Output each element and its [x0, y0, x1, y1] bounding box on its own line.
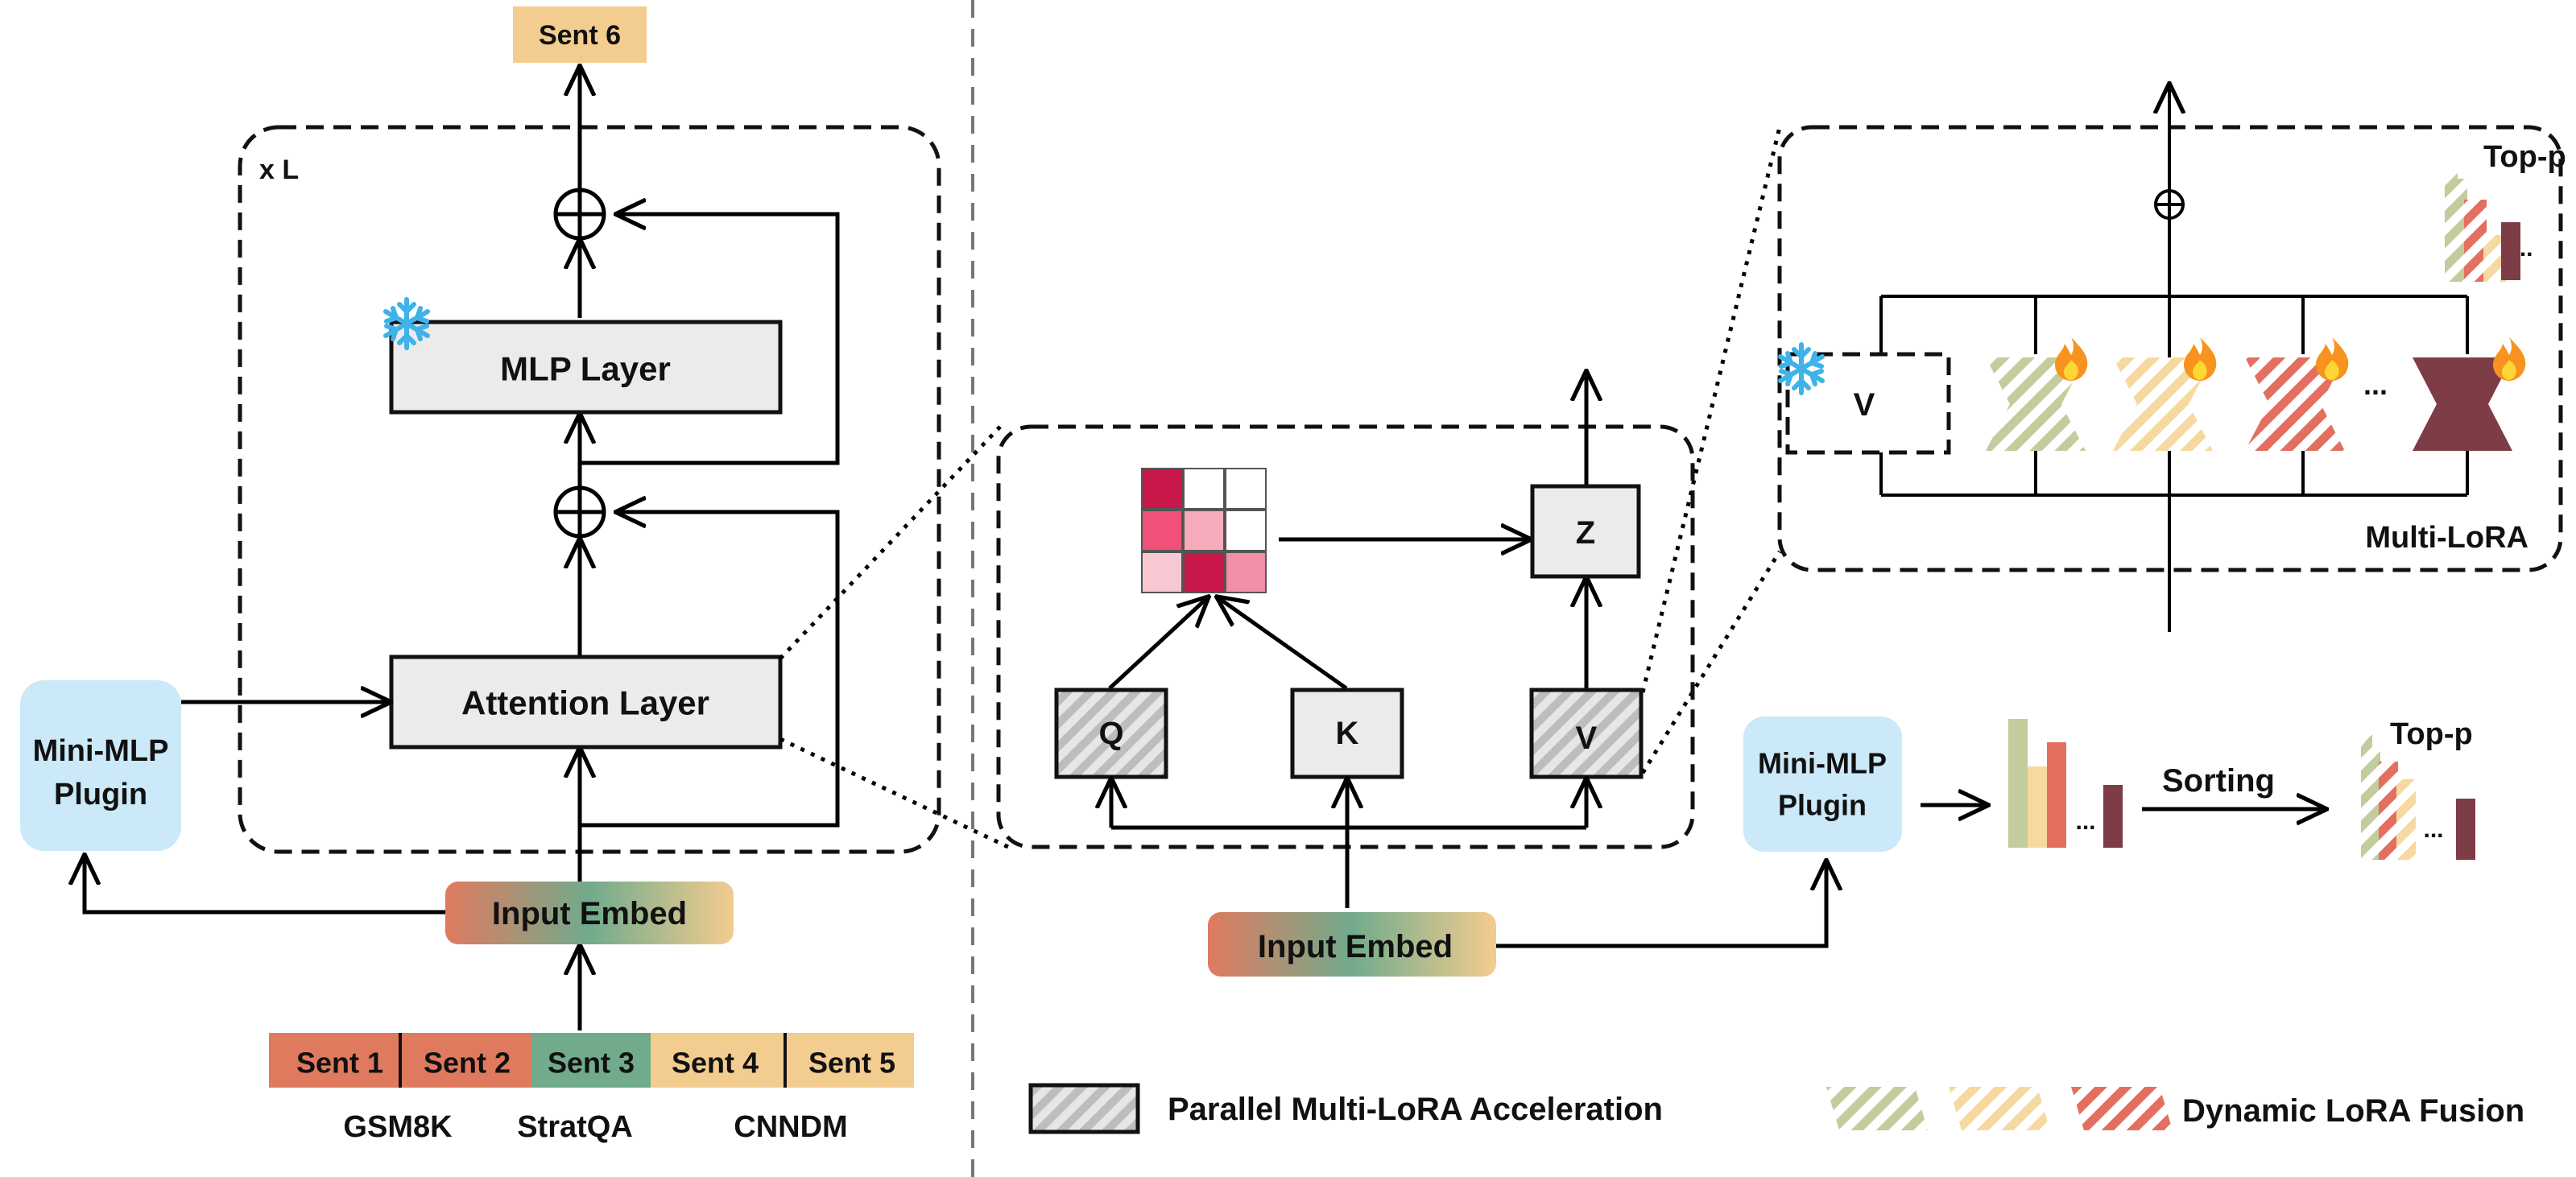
unsorted-lora-weights: ...	[2008, 719, 2123, 848]
top-p-label: Top-p	[2483, 140, 2566, 174]
z-box	[1530, 484, 1641, 579]
output-sent-box	[513, 6, 647, 63]
input-embed-label: Input Embed	[492, 896, 687, 931]
sorted-top-p-label: Top-p	[2390, 717, 2473, 751]
middle-panel: Z Q K V Input Embed	[996, 372, 1826, 977]
attention-matrix-cell	[1225, 510, 1267, 551]
k-box	[1290, 688, 1404, 779]
sent-2-label: Sent 2	[424, 1047, 511, 1080]
input-embed-label-middle: Input Embed	[1258, 929, 1453, 964]
mini-mlp-label-line1: Mini-MLP	[33, 734, 169, 768]
q-box	[1054, 688, 1168, 779]
lora-ellipsis: ...	[2363, 368, 2388, 401]
z-label: Z	[1576, 515, 1595, 551]
repeat-label: x L	[259, 155, 299, 185]
mlp-layer-label: MLP Layer	[500, 350, 671, 388]
svg-text:...: ...	[2075, 808, 2095, 835]
mini-mlp-label-line2: Plugin	[54, 778, 147, 812]
sentence-strip: Sent 1 Sent 2 Sent 3 Sent 4 Sent 5	[269, 1033, 914, 1088]
sorted-lora-weights: ...	[2361, 733, 2475, 860]
residual-connection-2	[580, 512, 840, 828]
lora-module-yellow	[2113, 357, 2213, 451]
dataset-gsm8k: GSM8K	[343, 1110, 453, 1144]
fire-icon	[2493, 337, 2526, 381]
sent-2-box	[400, 1033, 531, 1088]
top-p-weights: ...	[2445, 163, 2533, 282]
frozen-v-label: V	[1854, 387, 1875, 423]
q-label: Q	[1098, 716, 1123, 751]
v-box	[1529, 688, 1644, 779]
fusion-add-node	[2154, 189, 2185, 220]
k-label: K	[1336, 716, 1359, 751]
legend-fusion-swatch-yellow	[1949, 1087, 2050, 1130]
transformer-layer-container	[238, 125, 941, 854]
add-node-bottom	[553, 485, 606, 539]
attention-matrix-cell	[1141, 468, 1183, 510]
sent-3-label: Sent 3	[548, 1047, 635, 1080]
attention-matrix-cell	[1183, 551, 1225, 593]
residual-connection-1	[580, 214, 840, 465]
dataset-cnndm: CNNDM	[734, 1110, 847, 1144]
sent-5-box	[785, 1033, 914, 1088]
legend-fusion-swatch-red	[2071, 1087, 2173, 1130]
lora-module-dark	[2413, 357, 2512, 451]
left-panel: x L Sent 6 MLP Layer Attention	[20, 6, 941, 1144]
zoom-line-attn-top	[779, 425, 1002, 660]
lora-module-red	[2245, 357, 2345, 451]
mini-mlp-plugin-box	[20, 680, 181, 851]
fire-icon	[2316, 337, 2349, 381]
zoom-line-v-top	[1640, 126, 1782, 693]
attention-matrix-cell	[1225, 468, 1267, 510]
mini-mlp-right-line1: Mini-MLP	[1758, 747, 1887, 780]
zoom-line-v-bottom	[1640, 550, 1782, 774]
fire-icon	[2055, 337, 2088, 381]
add-node-top	[553, 188, 606, 241]
sent-4-label: Sent 4	[672, 1047, 759, 1080]
sorting-label: Sorting	[2162, 763, 2275, 799]
svg-text:...: ...	[2423, 816, 2443, 843]
attention-matrix-cell	[1141, 551, 1183, 593]
legend-parallel-label: Parallel Multi-LoRA Acceleration	[1168, 1092, 1663, 1127]
v-label: V	[1576, 721, 1598, 756]
arrow-embed-to-plugin-right	[1496, 861, 1826, 948]
lora-module-green	[1986, 357, 2086, 451]
attention-matrix-cell	[1183, 468, 1225, 510]
sent-1-box	[269, 1033, 400, 1088]
legend: Parallel Multi-LoRA Acceleration Dynamic…	[1028, 1083, 2524, 1134]
arrow-q-to-matrix	[1108, 597, 1208, 690]
mini-mlp-right-line2: Plugin	[1778, 789, 1867, 822]
dataset-stratqa: StratQA	[517, 1110, 633, 1144]
arrow-k-to-matrix	[1218, 597, 1348, 691]
attention-layer-label: Attention Layer	[461, 684, 709, 722]
attention-matrix-cell	[1225, 551, 1267, 593]
attention-layer-box	[389, 655, 783, 750]
attention-matrix	[1141, 468, 1267, 593]
arrow-embed-to-plugin	[85, 856, 445, 915]
mini-mlp-plugin-box-right	[1743, 717, 1902, 852]
mlp-layer-box	[389, 320, 783, 415]
right-panel: V ... Multi-LoRA ... Top-p Mini-MLP Plug…	[1743, 85, 2566, 860]
sent-4-box	[651, 1033, 785, 1088]
fire-icon	[2184, 337, 2217, 381]
zoom-line-attn-bottom	[779, 737, 1010, 849]
sent-5-label: Sent 5	[808, 1047, 895, 1080]
input-embed-box	[445, 882, 734, 944]
attention-matrix-cell	[1183, 510, 1225, 551]
legend-parallel-swatch	[1028, 1083, 1140, 1134]
multi-lora-label: Multi-LoRA	[2365, 521, 2528, 555]
output-sent-label: Sent 6	[539, 20, 621, 51]
legend-fusion-swatch-green	[1826, 1087, 1928, 1130]
attention-matrix-cell	[1141, 510, 1183, 551]
legend-fusion-label: Dynamic LoRA Fusion	[2182, 1093, 2524, 1129]
frozen-v-box	[1785, 352, 1951, 455]
sent-3-box	[531, 1033, 651, 1088]
sent-1-label: Sent 1	[296, 1047, 383, 1080]
input-embed-box-middle	[1208, 912, 1496, 977]
